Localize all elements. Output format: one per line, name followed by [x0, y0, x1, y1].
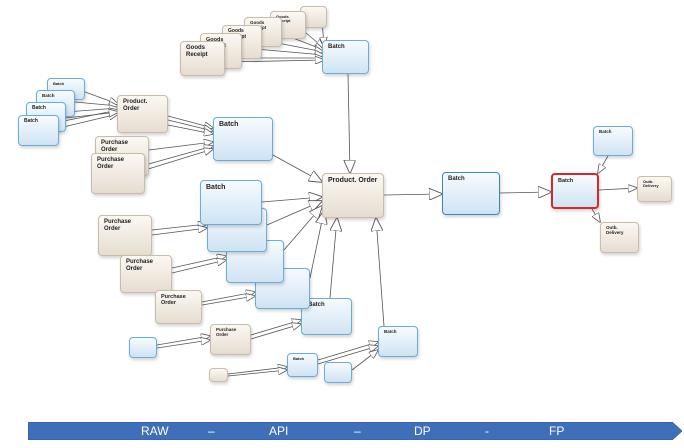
- edge-arrow: [351, 350, 378, 371]
- edge-arrow: [144, 149, 213, 171]
- edge-arrow: [148, 142, 213, 151]
- edge-arrow: [58, 114, 118, 129]
- edge-arrow: [65, 112, 118, 119]
- edge-arrow: [167, 124, 213, 134]
- edge-arrow: [84, 91, 118, 104]
- goods-receipt-node[interactable]: Goods Receipt: [180, 41, 225, 76]
- edge-arrow: [376, 218, 385, 327]
- batch-node[interactable]: Batch: [18, 115, 59, 146]
- edge-arrow: [151, 228, 207, 236]
- batch-node[interactable]: Batch: [378, 326, 418, 357]
- purchase-order-node[interactable]: [209, 368, 228, 382]
- edge-arrow: [250, 320, 301, 336]
- edge-arrow: [317, 342, 378, 361]
- edge-arrow: [266, 201, 322, 226]
- batch-node[interactable]: Batch: [593, 126, 633, 156]
- batch-node[interactable]: [129, 337, 157, 358]
- selected-batch-node[interactable]: Batch: [551, 173, 599, 209]
- edge-arrow: [272, 154, 322, 182]
- edge-arrow: [156, 340, 210, 349]
- edge-arrow: [227, 370, 287, 377]
- central-product-order-node[interactable]: Product. Order: [322, 173, 384, 218]
- batch-node[interactable]: Batch: [322, 40, 369, 74]
- stage-separator: –: [354, 424, 361, 438]
- edge-arrow: [499, 192, 551, 193]
- edge-arrow: [383, 194, 442, 195]
- batch-node[interactable]: Batch: [442, 172, 500, 215]
- stage-dp: DP: [414, 424, 431, 438]
- edge-arrow: [227, 367, 287, 375]
- edge-arrow: [591, 208, 600, 222]
- edge-arrow: [58, 110, 118, 123]
- stage-api: API: [269, 424, 289, 438]
- outb-delivery-node[interactable]: Outb. Delivery: [637, 176, 672, 202]
- edge-arrow: [201, 296, 255, 306]
- edge-arrow: [309, 211, 324, 279]
- purchase-order-node[interactable]: Purchase Order: [98, 215, 152, 256]
- purchase-order-node[interactable]: Purchase Order: [91, 153, 145, 194]
- purchase-order-node[interactable]: Purchase Order: [120, 255, 172, 293]
- edge-arrow: [171, 260, 226, 274]
- product-order-node[interactable]: Product. Order: [117, 95, 168, 133]
- edge-arrow: [598, 155, 609, 173]
- edge-arrow: [250, 324, 301, 340]
- edge-arrow: [74, 102, 118, 106]
- stage-separator: –: [208, 424, 215, 438]
- stage-fp: FP: [549, 424, 565, 438]
- batch-node[interactable]: Batch: [200, 180, 262, 225]
- outb-delivery-node[interactable]: Outb. Delivery: [600, 222, 639, 253]
- batch-node[interactable]: [324, 362, 352, 383]
- stage-raw: RAW: [141, 424, 169, 438]
- batch-node[interactable]: Batch: [287, 353, 318, 377]
- edge-arrow: [283, 206, 322, 251]
- edge-arrow: [598, 188, 637, 190]
- edge-arrow: [317, 346, 378, 365]
- purchase-order-node[interactable]: Purchase Order: [210, 324, 251, 355]
- edge-arrow: [144, 146, 213, 166]
- purchase-order-node[interactable]: Purchase Order: [155, 290, 202, 324]
- stage-banner: [28, 422, 682, 440]
- stage-separator: -: [485, 424, 489, 438]
- edge-arrow: [329, 218, 337, 299]
- edge-arrow: [348, 73, 350, 173]
- batch-node[interactable]: Batch: [213, 117, 273, 161]
- edge-arrow: [261, 197, 322, 202]
